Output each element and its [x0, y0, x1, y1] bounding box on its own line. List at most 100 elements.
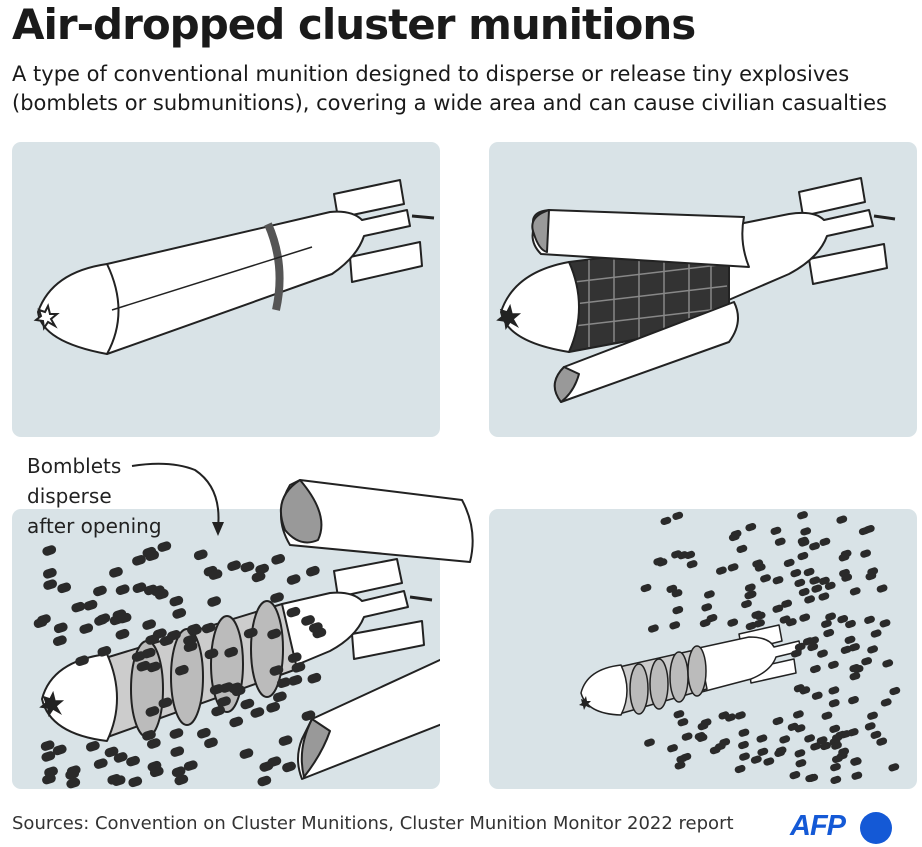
bomblet-icon: [754, 619, 765, 628]
bomblet-icon: [169, 595, 184, 607]
bomblet-icon: [42, 568, 57, 579]
bomblet-icon: [301, 615, 315, 626]
bomblet-icon: [269, 665, 284, 676]
bomblet-icon: [257, 775, 272, 787]
bomblet-icon: [287, 652, 302, 663]
bomblet-icon: [704, 590, 715, 599]
bomblet-icon: [667, 744, 678, 753]
bomblet-icon: [673, 710, 685, 719]
bomblet-icon: [830, 775, 842, 785]
bomblet-icon: [781, 599, 793, 608]
bomblet-icon: [751, 610, 763, 619]
bomblet-icon: [849, 672, 861, 681]
bomblet-icon: [756, 734, 768, 743]
bomblet-icon: [783, 558, 795, 568]
bomblet-icon: [126, 755, 140, 767]
bomblet-icon: [672, 606, 684, 615]
bomblet-icon: [653, 557, 665, 566]
bomblet-icon: [800, 527, 812, 536]
bomblet-icon: [824, 581, 836, 590]
bomblet-icon: [33, 617, 48, 628]
bomblet-icon: [183, 760, 198, 771]
bomblet-icon: [196, 727, 211, 739]
annotation-line: disperse: [27, 484, 112, 508]
afp-logo: AFP: [790, 808, 910, 846]
bomblet-icon: [96, 613, 111, 624]
bomblet-icon: [132, 555, 146, 566]
bomblet-icon: [745, 523, 757, 532]
bomblet-icon: [860, 549, 872, 558]
bomblet-icon: [243, 627, 258, 639]
bomblet-icon: [848, 696, 859, 705]
bomblet-icon: [672, 511, 684, 520]
bomblet-icon: [821, 619, 832, 628]
bomblet-icon: [146, 661, 161, 673]
bomblet-icon: [93, 758, 108, 769]
bomblet-icon: [840, 645, 852, 654]
bomblet-icon: [807, 642, 819, 652]
page-title: Air-dropped cluster munitions: [12, 0, 696, 49]
bomblet-icon: [809, 576, 821, 585]
bomblet-icon: [666, 584, 678, 593]
bomblet-icon: [819, 537, 831, 546]
bomblet-icon: [109, 567, 123, 578]
bomblet-icon: [113, 752, 128, 763]
bomblet-icon: [660, 516, 672, 526]
intact-bomb-illustration: [33, 179, 435, 355]
bomblet-icon: [794, 749, 806, 758]
bomblet-icon: [870, 730, 882, 739]
bomblet-icon: [845, 619, 856, 629]
bomblet-icon: [831, 741, 842, 750]
bomblet-icon: [730, 529, 742, 539]
bomblet-icon: [686, 560, 698, 569]
bomblet-icon: [229, 716, 244, 728]
bomblet-icon: [149, 766, 164, 778]
fuse-icon: [579, 696, 591, 710]
bomblet-icon: [286, 574, 301, 585]
sources-caption: Sources: Convention on Cluster Munitions…: [12, 813, 734, 834]
fuse-icon: [496, 303, 522, 331]
bomblet-icon: [807, 773, 819, 783]
bomblet-icon: [794, 724, 806, 733]
annotation-line: after opening: [27, 514, 162, 538]
bomblet-icon: [797, 511, 808, 520]
panel-bomblets-dispersing: [12, 509, 440, 789]
annotation-arrow: [131, 462, 220, 529]
bomblet-icon: [146, 738, 161, 749]
bomblet-icon: [272, 691, 287, 703]
bomblet-icon: [640, 583, 652, 593]
bomblet-icon: [276, 677, 291, 688]
bomblet-icon: [745, 621, 757, 631]
bomblet-icon: [828, 686, 840, 695]
bomblet-icon: [849, 643, 860, 652]
bomblet-icon: [889, 686, 901, 696]
bomblet-icon: [169, 728, 184, 739]
bomblet-icon: [142, 619, 157, 630]
bomblet-icon: [736, 544, 748, 554]
bomblet-icon: [239, 748, 254, 759]
bomblet-icon: [744, 583, 756, 592]
bomblet-icon: [830, 763, 841, 772]
bomblet-icon: [66, 777, 81, 789]
bomblet-icon: [697, 722, 709, 731]
bomblet-icon: [803, 567, 815, 577]
page-subtitle: A type of conventional munition designed…: [12, 62, 887, 115]
bomblet-icon: [809, 542, 820, 551]
bomblet-icon: [145, 706, 160, 717]
bomblet-icon: [201, 622, 216, 634]
bomblet-icon: [850, 757, 862, 766]
bomblet-icon: [867, 567, 879, 576]
bomblet-icon: [204, 648, 219, 660]
bomblet-icon: [811, 584, 823, 593]
bomblet-icon: [752, 559, 764, 568]
bomblet-icon: [42, 773, 56, 785]
bomblet-icon: [52, 744, 67, 756]
bomblet-icon: [867, 711, 878, 720]
bomblet-icon: [739, 752, 750, 761]
bomblet-icon: [193, 549, 208, 561]
bomblet-icon: [174, 664, 189, 676]
bomblet-icon: [42, 545, 57, 556]
bomblet-icon: [305, 565, 320, 577]
bomblet-icon: [798, 587, 810, 597]
